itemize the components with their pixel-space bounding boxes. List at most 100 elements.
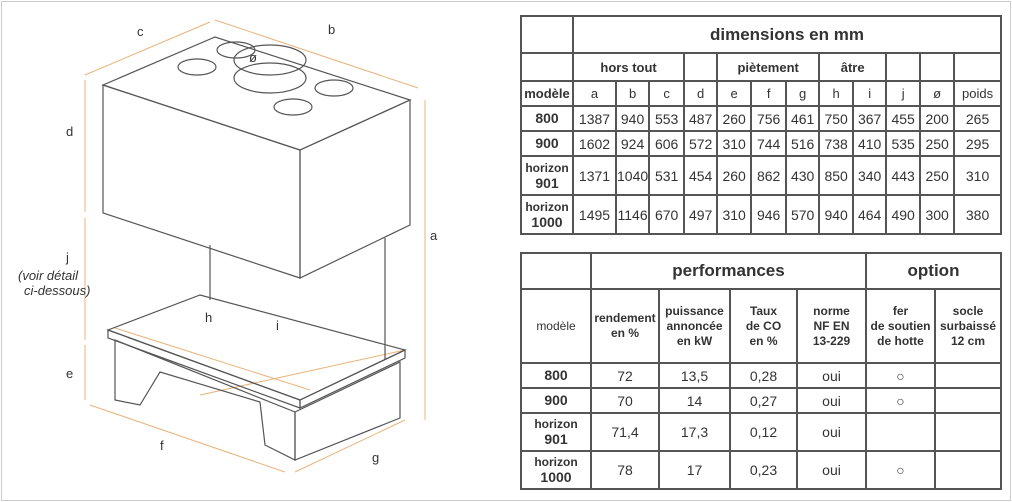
dimensions-title: dimensions en mm <box>572 15 1002 54</box>
model-name: 900 <box>544 392 568 408</box>
group-atre: âtre <box>818 52 888 82</box>
table-cell: 250 <box>919 130 956 157</box>
column-header: d <box>683 80 719 107</box>
label-g: g <box>372 450 379 465</box>
table-cell: 744 <box>750 130 788 157</box>
table-cell: 940 <box>614 105 651 132</box>
table-cell: 606 <box>648 130 686 157</box>
table-cell: 531 <box>648 155 686 196</box>
column-header-line: rendement <box>594 311 656 325</box>
base-front <box>114 339 296 461</box>
model-cell: 900 <box>520 387 592 414</box>
table-cell: 310 <box>953 155 1002 196</box>
performances-title: performances <box>590 252 867 290</box>
column-header-line: de soutien <box>870 318 931 333</box>
column-header: ø <box>919 80 956 107</box>
model-name: 900 <box>535 135 559 151</box>
hood-side <box>299 99 411 279</box>
column-header: i <box>852 80 888 107</box>
table-cell: 1495 <box>572 194 617 235</box>
column-header-line: NF EN <box>813 318 850 333</box>
base-side <box>294 361 401 461</box>
table-cell: 924 <box>614 130 651 157</box>
table-cell: 1387 <box>572 105 617 132</box>
table-cell: 72 <box>590 362 660 389</box>
detail-note-2: ci-dessous) <box>24 283 90 298</box>
table-cell: 14 <box>658 387 731 414</box>
model-cell: 800 <box>520 362 592 389</box>
column-header-line: annoncée <box>666 318 723 333</box>
dimension-lines <box>84 19 426 473</box>
label-f: f <box>160 438 164 453</box>
column-header-line: surbaissé <box>939 318 997 333</box>
table-cell: 516 <box>785 130 821 157</box>
table-cell: 738 <box>818 130 855 157</box>
table-cell: 295 <box>953 130 1002 157</box>
detail-note-1: (voir détail <box>18 268 79 283</box>
label-h: h <box>205 310 212 325</box>
model-cell: 900 <box>520 130 574 157</box>
column-header: modèle <box>520 80 574 107</box>
model-number: 901 <box>544 431 568 447</box>
table-cell: ○ <box>865 450 936 490</box>
label-i: i <box>276 318 279 333</box>
table-cell: 497 <box>683 194 719 235</box>
table-cell <box>934 362 1002 389</box>
table-cell: 443 <box>885 155 922 196</box>
column-header-line: 12 cm <box>950 333 986 348</box>
table-cell: ○ <box>865 362 936 389</box>
column-header: h <box>818 80 855 107</box>
column-header-line: 13-229 <box>812 333 851 348</box>
table-cell: 487 <box>683 105 719 132</box>
flue-collars <box>177 41 354 116</box>
column-header: e <box>716 80 753 107</box>
group-hors-tout: hors tout <box>571 52 686 82</box>
column-header-line: socle <box>952 303 984 318</box>
model-number: 1000 <box>531 213 563 230</box>
table-cell <box>934 412 1002 452</box>
model-cell: 800 <box>520 105 574 132</box>
column-header-line: puissance <box>665 303 724 318</box>
column-header-line: en % <box>749 333 778 348</box>
column-header-line: Taux <box>749 303 778 318</box>
column-header: g <box>785 80 821 107</box>
label-j: j <box>65 250 69 265</box>
table-cell: 461 <box>785 105 821 132</box>
table-cell: ○ <box>865 387 936 414</box>
model-name: horizon <box>534 455 578 469</box>
label-c: c <box>137 24 144 39</box>
table-cell: 946 <box>750 194 788 235</box>
fireplace-technical-drawing: c b ø d j (voir détail ci-dessous) a h i… <box>18 19 438 473</box>
column-header: b <box>614 80 651 107</box>
column-header: c <box>648 80 686 107</box>
table-cell: 380 <box>953 194 1002 235</box>
table-cell: 850 <box>818 155 855 196</box>
table-cell: 553 <box>648 105 686 132</box>
table-cell: 340 <box>852 155 888 196</box>
table-cell: 670 <box>648 194 686 235</box>
table-cell: 17 <box>658 450 731 490</box>
table-cell: 1040 <box>614 155 651 196</box>
table-cell: 430 <box>785 155 821 196</box>
table-cell: 572 <box>683 130 719 157</box>
label-d: d <box>66 124 73 139</box>
table-cell: 17,3 <box>658 412 731 452</box>
model-name: horizon <box>534 417 578 431</box>
hood-front <box>102 84 301 279</box>
table-cell: 862 <box>750 155 788 196</box>
table-cell: 756 <box>750 105 788 132</box>
label-phi: ø <box>249 50 257 65</box>
column-header-line: en kW <box>676 333 713 348</box>
